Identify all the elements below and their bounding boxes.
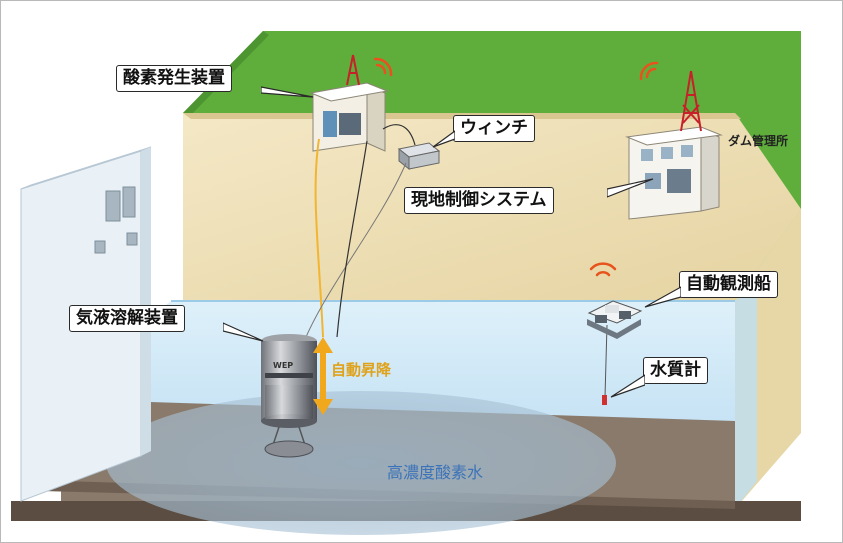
observation-boat bbox=[587, 300, 643, 339]
dam-wall-side bbox=[141, 147, 151, 456]
wifi-signal-icon bbox=[373, 57, 659, 277]
dam-gates bbox=[94, 186, 138, 254]
water-quality-meter-device bbox=[602, 395, 607, 405]
radio-tower-icon bbox=[680, 70, 702, 132]
device-mark-wep: WEP bbox=[273, 361, 294, 370]
label-high-concentration-oxygen-water: 高濃度酸素水 bbox=[387, 463, 484, 482]
winch-to-generator-cable bbox=[382, 124, 416, 146]
callout-tail-local-control bbox=[607, 178, 654, 198]
label-winch: ウィンチ bbox=[453, 115, 535, 143]
label-auto-lift: 自動昇降 bbox=[331, 361, 392, 379]
control-cable bbox=[336, 140, 368, 338]
label-gas-liquid-dissolver: 気液溶解装置 bbox=[69, 305, 185, 333]
label-local-control-system: 現地制御システム bbox=[404, 187, 554, 215]
label-oxygen-generator: 酸素発生装置 bbox=[116, 65, 232, 93]
callout-tail-oxygen-generator bbox=[261, 86, 314, 98]
winch-device bbox=[397, 142, 441, 171]
water-meter-line bbox=[604, 324, 608, 398]
winch-cable bbox=[305, 162, 407, 338]
oxygen-generator-building bbox=[309, 82, 389, 152]
label-water-quality-meter: 水質計 bbox=[643, 357, 708, 385]
lift-arrow-icon bbox=[313, 337, 333, 415]
callout-tail-winch bbox=[432, 130, 455, 148]
label-auto-observation-boat: 自動観測船 bbox=[679, 271, 778, 299]
callout-tail-dissolver bbox=[223, 322, 264, 342]
gas-liquid-dissolver-device bbox=[261, 334, 317, 458]
callout-tail-water-meter bbox=[610, 374, 645, 398]
label-dam-office: ダム管理所 bbox=[728, 134, 789, 148]
dam-office-building bbox=[625, 126, 723, 220]
generator-antenna-icon bbox=[346, 54, 360, 86]
oxygen-water-plume bbox=[106, 391, 616, 535]
callout-tail-boat bbox=[644, 286, 681, 308]
water-right-face bbox=[735, 283, 757, 509]
